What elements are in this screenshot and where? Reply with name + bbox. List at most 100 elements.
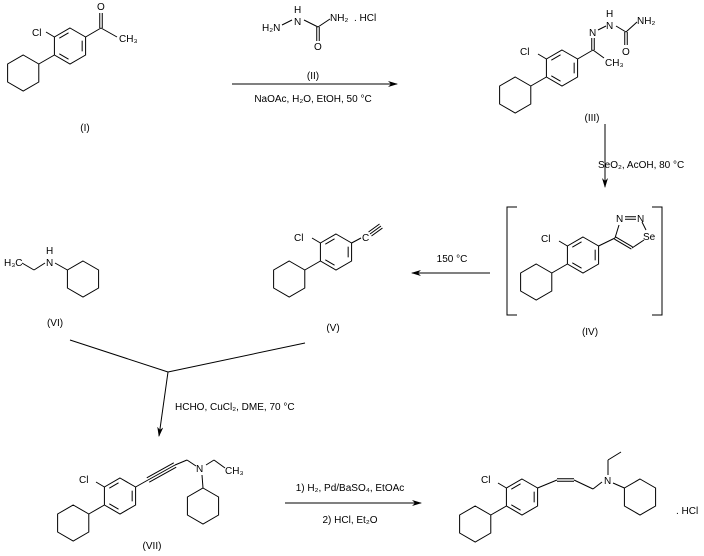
triple-bond xyxy=(146,462,175,479)
step1-conditions: NaOAc, H₂O, EtOH, 50 °C xyxy=(254,94,371,105)
bond xyxy=(33,262,46,271)
atom-cl: Cl xyxy=(541,234,550,245)
benzene-ring xyxy=(545,49,579,87)
bond-cyclohexyl xyxy=(490,505,507,516)
aromatic-inner-bond xyxy=(109,482,119,489)
aromatic-inner-bond xyxy=(511,483,521,490)
atom-cl: Cl xyxy=(294,233,303,244)
bond xyxy=(592,481,603,490)
group-h2n: H₂N xyxy=(262,23,280,34)
benzene-ring xyxy=(566,236,600,274)
step5-conditions-a: 1) H₂, Pd/BaSO₄, EtOAc xyxy=(296,483,405,494)
group-nh2: NH₂ xyxy=(330,13,348,24)
atom-n: N xyxy=(604,476,611,487)
aromatic-inner-bond xyxy=(572,241,582,248)
atom-n: N xyxy=(46,258,53,269)
atom-c: C xyxy=(362,233,369,244)
triple-bond xyxy=(369,225,382,235)
bond-cyclohexyl xyxy=(551,263,568,274)
bond xyxy=(615,25,627,33)
cyclohexane-ring xyxy=(7,54,40,92)
atom-h: H xyxy=(294,5,301,16)
bond xyxy=(573,479,594,490)
bond xyxy=(205,459,215,466)
cyclohexane-ring xyxy=(186,487,220,525)
step4-conditions: HCHO, CuCl₂, DME, 70 °C xyxy=(175,402,295,413)
cyclohexane-ring xyxy=(66,260,100,298)
group-h3c: H₃C xyxy=(4,258,23,269)
salt-hcl: . HCl xyxy=(354,13,376,24)
atom-n: N xyxy=(196,464,203,475)
merge-line-right xyxy=(167,342,306,373)
bond-cyclohexyl xyxy=(38,54,55,65)
group-ch3: CH₃ xyxy=(605,58,624,69)
bond xyxy=(592,49,605,59)
bond xyxy=(213,459,226,469)
benzene-ring xyxy=(319,233,353,271)
bond-cyclohexyl xyxy=(304,260,321,271)
cyclohexane-ring xyxy=(273,260,306,298)
bracket-left xyxy=(506,206,517,316)
atom-o: O xyxy=(622,47,630,58)
triple-bond xyxy=(368,223,380,233)
cyclohexane-ring xyxy=(57,504,90,542)
bond xyxy=(85,27,102,38)
bond xyxy=(597,25,607,31)
compound-label-I: (I) xyxy=(80,123,89,134)
triple-bond xyxy=(371,227,383,237)
benzene-ring xyxy=(53,27,87,65)
bond xyxy=(631,239,645,249)
bond-cl xyxy=(537,53,547,60)
compound-label-II: (II) xyxy=(307,71,319,82)
bond xyxy=(21,262,35,271)
step2-conditions: SeO₂, AcOH, 80 °C xyxy=(598,160,684,171)
atom-nh: N xyxy=(606,21,613,32)
atom-o: O xyxy=(97,2,105,13)
aromatic-inner-bond xyxy=(59,53,69,60)
bracket-right xyxy=(652,206,663,316)
bond xyxy=(303,19,319,28)
aromatic-inner-bond xyxy=(325,238,335,245)
aromatic-inner-bond xyxy=(109,503,119,510)
bond xyxy=(54,262,68,271)
bond xyxy=(317,18,331,28)
bond xyxy=(100,27,118,38)
cyclohexane-ring xyxy=(623,478,657,516)
bond xyxy=(537,479,558,489)
bond xyxy=(607,451,622,461)
bond xyxy=(174,459,188,466)
bond xyxy=(135,479,149,488)
atom-se: Se xyxy=(643,232,656,243)
cyclohexane-ring xyxy=(520,263,553,301)
bond-cyclohexyl xyxy=(88,504,105,515)
aromatic-inner-bond xyxy=(572,262,582,269)
bond-cl xyxy=(45,31,55,38)
step5-conditions-b: 2) HCl, Et₂O xyxy=(323,515,378,526)
atom-h: H xyxy=(606,9,613,20)
atom-cl: Cl xyxy=(79,475,88,486)
step3-conditions: 150 °C xyxy=(437,254,468,265)
benzene-ring xyxy=(103,477,137,515)
bond xyxy=(186,459,197,467)
double-bond xyxy=(614,238,632,250)
merge-line-left xyxy=(69,339,169,373)
arrow-step4 xyxy=(157,371,169,437)
bond-cl xyxy=(95,481,105,488)
compound-label-III: (III) xyxy=(585,113,600,124)
aromatic-inner-bond xyxy=(511,504,521,511)
benzene-ring xyxy=(505,478,539,516)
cyclohexane-ring xyxy=(459,505,492,543)
bonds-layer xyxy=(7,13,657,543)
group-ch3: CH₃ xyxy=(119,34,138,45)
bond xyxy=(281,19,293,26)
compound-label-V: (V) xyxy=(326,323,339,334)
atom-cl: Cl xyxy=(520,47,529,58)
triple-bond xyxy=(148,466,177,483)
triple-bond xyxy=(147,464,176,481)
cyclohexane-ring xyxy=(499,76,532,114)
bond xyxy=(641,221,647,231)
bond xyxy=(201,474,204,489)
compound-label-VII: (VII) xyxy=(143,541,162,552)
atom-n3: N xyxy=(616,214,623,225)
